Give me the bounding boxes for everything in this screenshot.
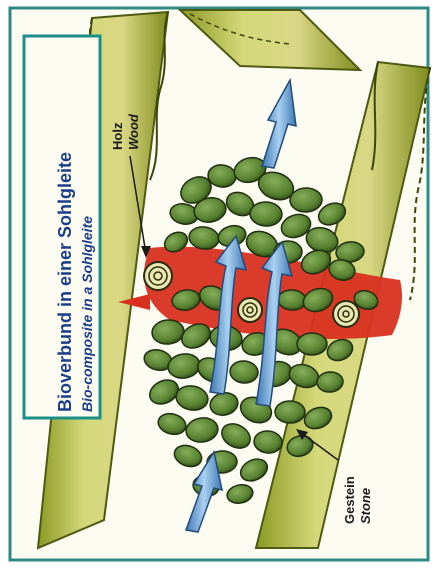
tree-ring-icon bbox=[144, 262, 172, 290]
title-en: Bio-composite in a Sohlgleite bbox=[79, 216, 95, 412]
title-de: Bioverbund in einer Sohlgleite bbox=[55, 152, 75, 412]
tree-ring-icon bbox=[238, 298, 262, 322]
title-box: Bioverbund in einer Sohlgleite Bio-compo… bbox=[24, 36, 100, 418]
label-stone-de: Gestein bbox=[342, 476, 357, 524]
label-stone-en: Stone bbox=[358, 488, 373, 524]
tree-ring-icon bbox=[333, 301, 359, 327]
label-wood-en: Wood bbox=[126, 113, 141, 150]
stone bbox=[297, 333, 327, 355]
label-wood-de: Holz bbox=[110, 122, 125, 150]
stone bbox=[290, 187, 323, 212]
stone bbox=[275, 401, 305, 424]
